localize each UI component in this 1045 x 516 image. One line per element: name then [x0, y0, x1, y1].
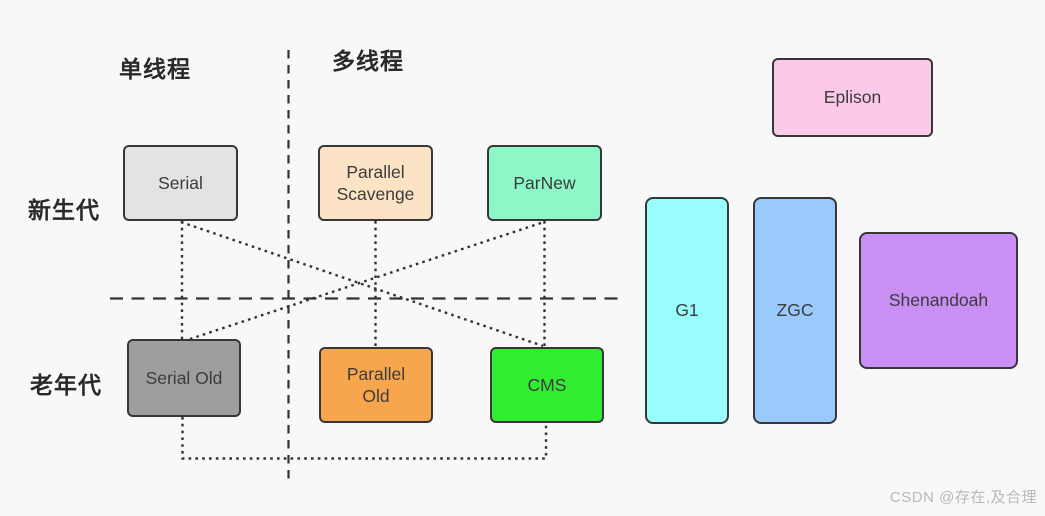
zgc-box: ZGC — [753, 197, 837, 424]
g1-box: G1 — [645, 197, 729, 424]
serial-box: Serial — [123, 145, 238, 221]
eplison-label: Eplison — [823, 87, 882, 108]
serial-label: Serial — [158, 172, 203, 193]
parnew-box: ParNew — [487, 145, 602, 221]
serial-old-label: Serial Old — [145, 367, 223, 388]
parallel-scavenge-box: Parallel Scavenge — [318, 145, 433, 221]
serial-to-cms-diagonal-line — [180, 220, 544, 348]
old-generation-label: 老年代 — [30, 372, 102, 398]
parallel-old-label: Parallel Old — [346, 363, 406, 406]
shenandoah-box: Shenandoah — [859, 232, 1018, 369]
multi-thread-header: 多线程 — [332, 48, 404, 74]
zgc-label: ZGC — [776, 300, 814, 321]
shenandoah-label: Shenandoah — [888, 290, 989, 311]
g1-label: G1 — [675, 300, 699, 321]
csdn-watermark: CSDN @存在,及合理 — [889, 489, 1037, 506]
cms-label: CMS — [527, 374, 567, 395]
line-group — [110, 50, 620, 484]
young-generation-label: 新生代 — [28, 197, 100, 223]
eplison-box: Eplison — [772, 58, 933, 137]
parallel-old-box: Parallel Old — [319, 347, 433, 423]
parallel-scavenge-label: Parallel Scavenge — [336, 161, 415, 204]
parnew-to-serialold-diagonal-line — [189, 221, 542, 341]
cms-fallback-serialold-line — [181, 417, 548, 460]
serial-old-box: Serial Old — [127, 339, 241, 417]
cms-box: CMS — [490, 347, 604, 423]
single-thread-header: 单线程 — [119, 56, 191, 82]
parnew-label: ParNew — [513, 172, 576, 193]
